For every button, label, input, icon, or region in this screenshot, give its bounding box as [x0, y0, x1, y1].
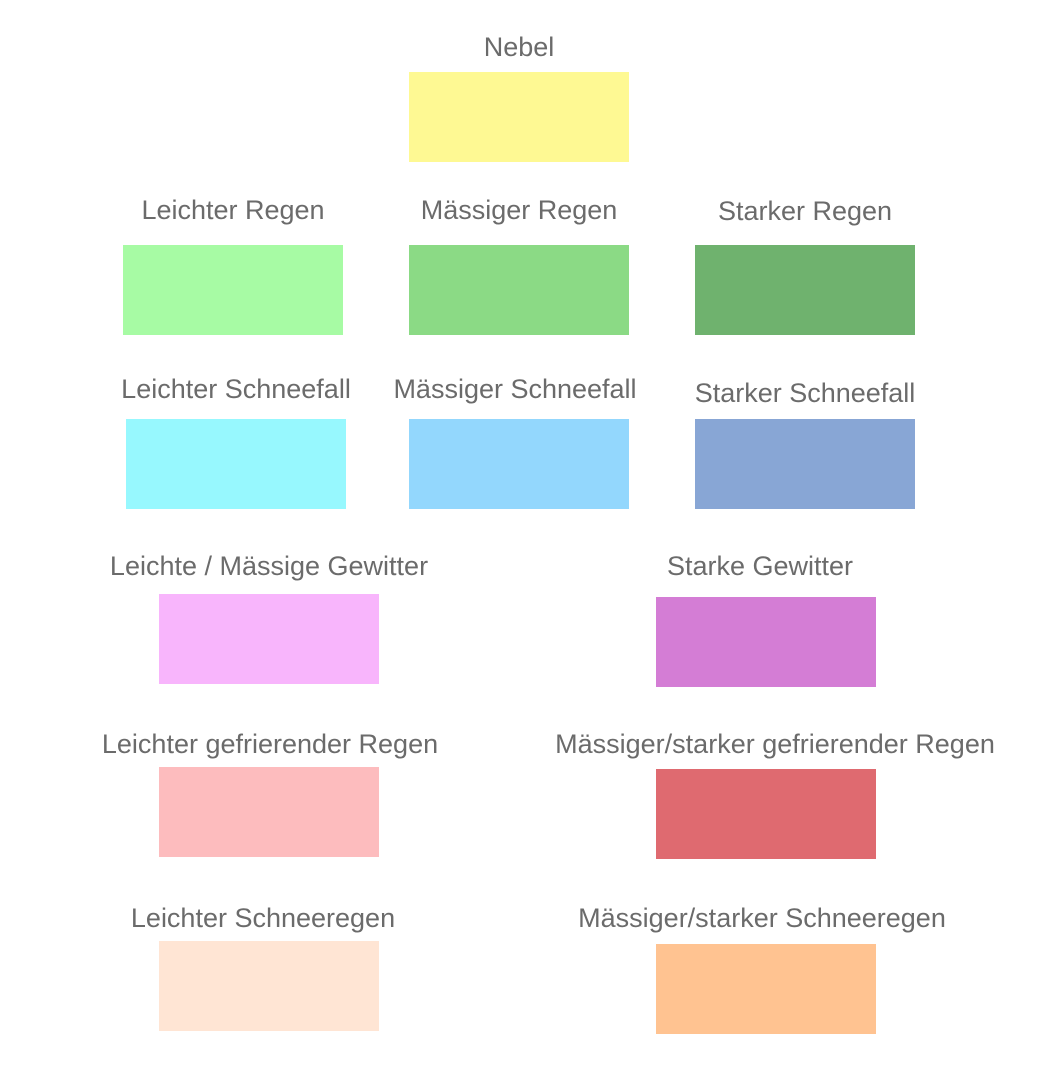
legend-label-maessiger-regen: Mässiger Regen	[420, 195, 618, 225]
legend-label-nebel: Nebel	[483, 32, 555, 62]
color-swatch-starker-regen	[695, 245, 915, 335]
color-swatch-starke-gewitter	[656, 597, 876, 687]
color-swatch-leichter-schneefall	[126, 419, 346, 509]
legend-label-maessiger-schneefall: Mässiger Schneefall	[393, 374, 637, 404]
color-swatch-starker-schneefall	[695, 419, 915, 509]
legend-label-starke-gewitter: Starke Gewitter	[666, 551, 854, 581]
legend-label-leichter-schneefall: Leichter Schneefall	[121, 374, 351, 404]
color-swatch-maessiger-starker-schneeregen	[656, 944, 876, 1034]
color-swatch-leichte-maessige-gewitter	[159, 594, 379, 684]
legend-label-maessiger-starker-schneeregen: Mässiger/starker Schneeregen	[578, 903, 946, 933]
legend-label-starker-regen: Starker Regen	[717, 196, 893, 226]
legend-label-leichter-gefrierender-regen: Leichter gefrierender Regen	[101, 729, 439, 759]
color-swatch-maessiger-regen	[409, 245, 629, 335]
color-swatch-nebel	[409, 72, 629, 162]
legend-label-maessiger-starker-gefrierender-regen: Mässiger/starker gefrierender Regen	[555, 729, 995, 759]
color-swatch-leichter-regen	[123, 245, 343, 335]
color-swatch-leichter-gefrierender-regen	[159, 767, 379, 857]
color-swatch-maessiger-schneefall	[409, 419, 629, 509]
legend-label-leichte-maessige-gewitter: Leichte / Mässige Gewitter	[109, 551, 429, 581]
color-swatch-maessiger-starker-gefrierender-regen	[656, 769, 876, 859]
legend-label-leichter-regen: Leichter Regen	[141, 195, 325, 225]
legend-label-starker-schneefall: Starker Schneefall	[694, 378, 916, 408]
color-swatch-leichter-schneeregen	[159, 941, 379, 1031]
legend-label-leichter-schneeregen: Leichter Schneeregen	[130, 903, 396, 933]
